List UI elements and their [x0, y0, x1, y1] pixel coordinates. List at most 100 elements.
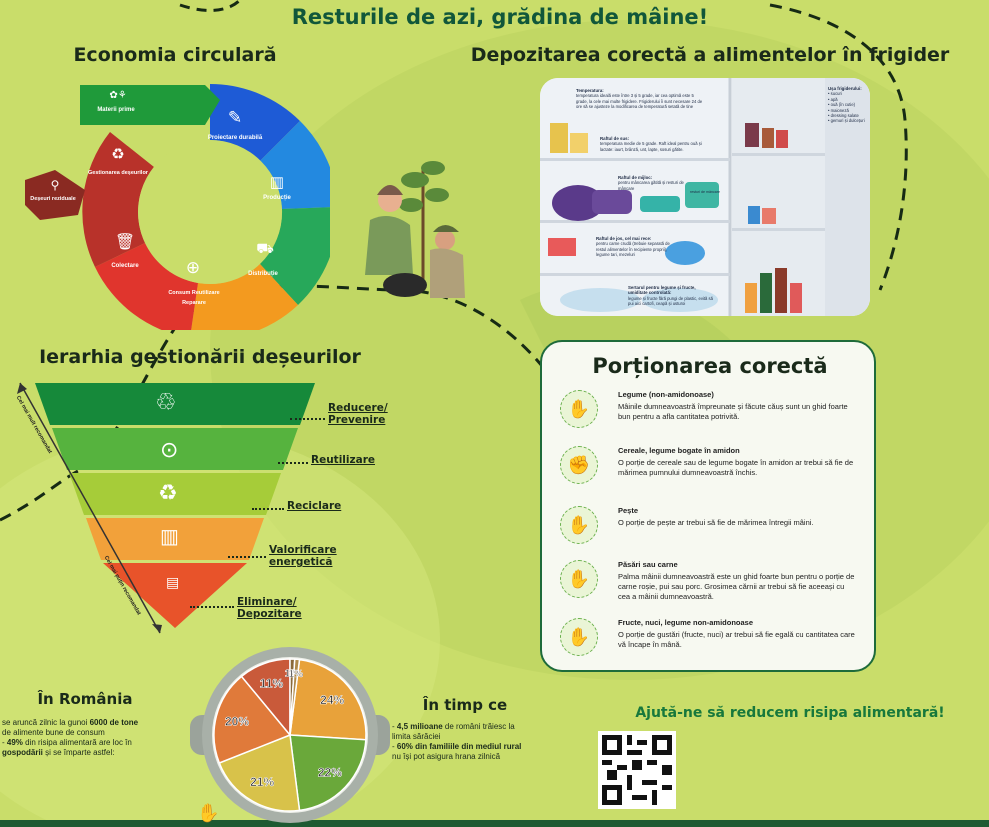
waste-pie-chart: 24%22%21%20%11%1%1%: [190, 645, 390, 825]
fridge-door-title: Ușa frigiderului:: [828, 86, 862, 91]
stat-bold: 6000 de tone: [89, 718, 139, 727]
meanwhile-title: În timp ce: [422, 696, 508, 714]
hierarchy-title: Ierarhia gestionării deșeurilor: [39, 346, 361, 368]
door-item: gemuri și dulcețuri: [830, 118, 865, 124]
segment-label-raw: Materii prime: [97, 107, 135, 113]
door-item: sucuri: [830, 91, 842, 97]
portion-title: Fructe, nuci, legume non-amidonoase: [618, 618, 754, 627]
pie-slice: [213, 675, 292, 764]
fridge-mid-title: Raftul de mijloc:: [618, 175, 653, 180]
door-item: dressing salate: [830, 113, 859, 119]
stat-text: limita sărăciei: [392, 732, 441, 741]
recycle-icon: ♻: [111, 146, 125, 163]
level-disposal: Eliminare/ Depozitare: [237, 596, 302, 620]
fridge-leftover-label: resturi de mâncare: [690, 190, 720, 194]
stat-bold: 49%: [6, 738, 23, 747]
pie-slice: [289, 658, 367, 741]
level-recycle: Reciclare: [287, 500, 342, 512]
pie-label: 1%: [285, 669, 300, 680]
circular-title: Economia circulară: [73, 44, 277, 66]
door-item: ouă (în cutie): [830, 102, 856, 108]
level-connector: [228, 556, 266, 558]
stat-bold: gospodării: [2, 748, 43, 757]
fridge-mid-text: pentru mâncarea gătită și resturi de mân…: [618, 180, 684, 191]
pie-label: 11%: [260, 677, 284, 691]
stat-text: și se împarte astfel:: [42, 748, 115, 757]
bag-icon: ⚲: [50, 178, 60, 192]
stat-text: din risipa alimentară are loc în: [22, 738, 132, 747]
portioning-title: Porționarea corectă: [592, 354, 828, 378]
segment-label-design: Proiectare durabilă: [207, 135, 263, 141]
pie-label: 20%: [225, 714, 249, 728]
planting-illustration: [365, 161, 465, 298]
bin-icon: 🗑: [114, 234, 136, 251]
pie-svg: 24%22%21%20%11%1%1%: [190, 647, 390, 823]
fridge-title: Depozitarea corectă a alimentelor în fri…: [470, 44, 950, 66]
fridge-image: Temperatura:temperatura ideală este într…: [540, 78, 870, 316]
pie-slice: [289, 734, 367, 812]
portion-text: Mâinile dumneavoastră împreunate și făcu…: [618, 402, 848, 421]
stat-bold: 60% din familiile din mediul rural: [396, 742, 522, 751]
cta-text: Ajută-ne să reducem risipa alimentară!: [635, 705, 945, 721]
pie-slice: [289, 658, 301, 736]
pie-label: 24%: [320, 693, 344, 707]
plant-icon: ✿⚘: [109, 90, 127, 101]
fridge-temp-text: temperatura ideală este între 3 și 5 gra…: [576, 93, 703, 110]
segment-label-residual: Deșeuri reziduale: [30, 196, 76, 202]
meanwhile-stats: - 4,5 milioane de români trăiesc la limi…: [392, 722, 522, 761]
portion-title: Păsări sau carne: [618, 560, 678, 569]
pie-label: 22%: [318, 765, 342, 779]
stat-text: de români trăiesc la: [442, 722, 515, 731]
portion-title: Legume (non-amidonoase): [618, 390, 714, 399]
people-icon: ♲: [155, 389, 177, 416]
fridge-temp-note: Temperatura:temperatura ideală este într…: [576, 88, 706, 110]
recycle-icon: ♻: [158, 480, 178, 505]
level-reduce: Reducere/ Prevenire: [328, 402, 388, 426]
palm-icon: ✋: [560, 560, 598, 598]
fridge-drawer-text: legume și fructe fără pungi de plastic, …: [628, 295, 713, 307]
stat-bold: 4,5 milioane: [396, 722, 443, 731]
romania-title: În România: [37, 690, 133, 708]
fridge-top-text: temperatura medie de 5 grade. Raft ideal…: [600, 141, 702, 152]
stat-text: nu își pot asigura hrana zilnică: [392, 752, 501, 761]
truck-icon: ⛟: [256, 240, 274, 256]
fridge-drawer-title: Sertarul pentru legume și fructe, umidit…: [628, 285, 696, 296]
level-energy: Valorificare energetică: [269, 544, 337, 568]
segment-label-production: Producție: [263, 195, 291, 201]
portion-title: Cereale, legume bogate în amidon: [618, 446, 740, 455]
level-connector: [290, 418, 325, 420]
portion-text: O porție de cereale sau de legume bogate…: [618, 458, 854, 477]
qr-code[interactable]: [598, 731, 676, 809]
fridge-low-note: Raftul de jos, cel mai rece:pentru carne…: [596, 236, 681, 258]
fridge-low-text: pentru carne crudă (trebuie separată de …: [596, 241, 670, 258]
portioning-panel: Porționarea corectă ✋ Legume (non-amidon…: [540, 340, 876, 672]
segment-label-waste-mgmt: Gestionarea deșeurilor: [88, 170, 148, 176]
fridge-top-title: Raftul de sus:: [600, 136, 630, 141]
portion-text: Palma mâinii dumneavoastră este un ghid …: [618, 572, 855, 601]
reuse-icon: ⊕: [185, 258, 201, 277]
factory-icon: ▥: [269, 174, 285, 191]
stat-text: se aruncă zilnic la gunoi: [2, 718, 90, 727]
hierarchy-pyramid: [17, 382, 315, 634]
portion-text: O porție de pește ar trebui să fie de mă…: [618, 518, 814, 527]
factory-icon: ▥: [160, 526, 179, 548]
portion-text: O porție de gustări (fructe, nuci) ar tr…: [618, 630, 855, 649]
door-item: apă: [830, 96, 838, 102]
segment-label-distribution: Distribuție: [248, 271, 278, 277]
romania-stats: se aruncă zilnic la gunoi 6000 de tone d…: [2, 718, 192, 758]
pie-slice: [218, 733, 301, 812]
level-connector: [190, 606, 234, 608]
fridge-drawer-note: Sertarul pentru legume și fructe, umidit…: [628, 285, 713, 307]
fridge-temp-title: Temperatura:: [576, 88, 604, 93]
handful-icon: ✋: [560, 618, 598, 656]
pie-label: 21%: [250, 775, 274, 789]
fridge-door-note: Ușa frigiderului: • sucuri • apă • ouă (…: [828, 86, 865, 124]
portion-title: Pește: [618, 506, 639, 515]
landfill-icon: ▤: [166, 574, 180, 590]
segment-label-collect: Colectare: [111, 263, 139, 269]
fridge-mid-note: Raftul de mijloc:pentru mâncarea gătită …: [618, 175, 698, 191]
level-connector: [278, 462, 308, 464]
fist-icon: ✊: [560, 446, 598, 484]
stat-text: -: [2, 738, 7, 747]
design-icon: ✎: [227, 108, 243, 127]
